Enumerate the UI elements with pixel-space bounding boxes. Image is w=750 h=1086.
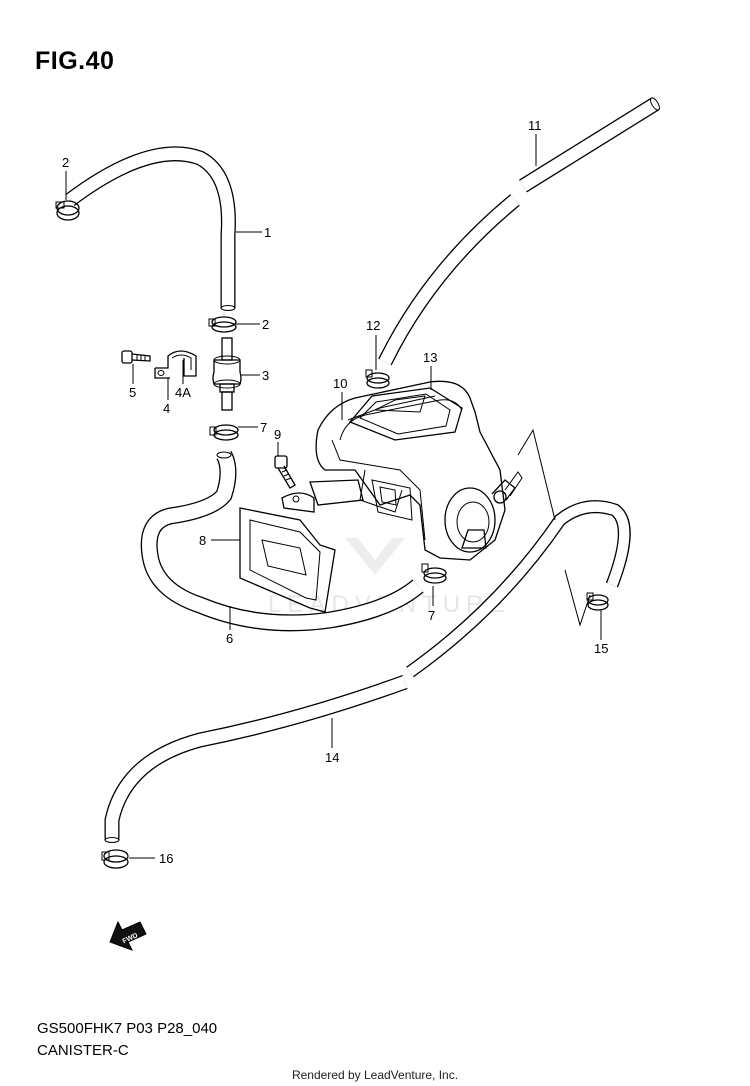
screw-part-5[interactable] [121, 350, 151, 364]
callout-4: 4 [163, 401, 170, 416]
hose-part-1[interactable] [65, 146, 236, 311]
callout-11: 11 [528, 118, 542, 133]
callout-6: 6 [226, 631, 233, 646]
canister-part-10[interactable] [309, 380, 523, 561]
valve-part-3[interactable] [212, 337, 242, 411]
clamp-part-2-lower[interactable] [208, 316, 237, 333]
callout-15: 15 [594, 641, 608, 656]
render-credit: Rendered by LeadVenture, Inc. [291, 1068, 459, 1082]
reference-line-lower [564, 569, 591, 627]
clamp-part-12[interactable] [365, 369, 390, 389]
hose-part-6[interactable] [140, 451, 424, 632]
clamp-part-7-upper[interactable] [209, 424, 239, 441]
callout-1: 1 [264, 225, 271, 240]
forward-arrow-icon: FWD [109, 920, 147, 951]
callout-10: 10 [333, 376, 347, 391]
figure-title: FIG.40 [35, 47, 115, 75]
clamp-part-2-upper[interactable] [55, 200, 80, 221]
diagram-subtitle: CANISTER-C [37, 1042, 129, 1059]
callout-2-lower: 2 [262, 317, 269, 332]
clamp-part-16[interactable] [101, 849, 129, 869]
callout-3: 3 [262, 368, 269, 383]
clamp-part-4[interactable] [154, 350, 197, 379]
callout-4a: 4A [175, 385, 191, 400]
leader-lines [65, 134, 602, 859]
bracket-part-8[interactable] [239, 492, 336, 613]
callout-labels: 1 2 2 3 4 4A 5 6 7 7 8 9 10 11 12 13 14 … [62, 118, 608, 866]
cover-part-13[interactable] [348, 387, 463, 441]
callout-7-upper: 7 [260, 420, 267, 435]
callout-16: 16 [159, 851, 173, 866]
callout-12: 12 [366, 318, 380, 333]
model-code: GS500FHK7 P03 P28_040 [37, 1020, 218, 1037]
callout-7-lower: 7 [428, 608, 435, 623]
hose-part-11[interactable] [378, 96, 661, 366]
callout-8: 8 [199, 533, 206, 548]
reference-line-upper [517, 428, 556, 521]
hose-part-14[interactable] [104, 500, 631, 843]
callout-14: 14 [325, 750, 339, 765]
callout-2-upper: 2 [62, 155, 69, 170]
callout-9: 9 [274, 427, 281, 442]
callout-5: 5 [129, 385, 136, 400]
bolt-part-9[interactable] [274, 455, 296, 489]
clamp-part-7-lower[interactable] [421, 563, 447, 584]
callout-13: 13 [423, 350, 437, 365]
